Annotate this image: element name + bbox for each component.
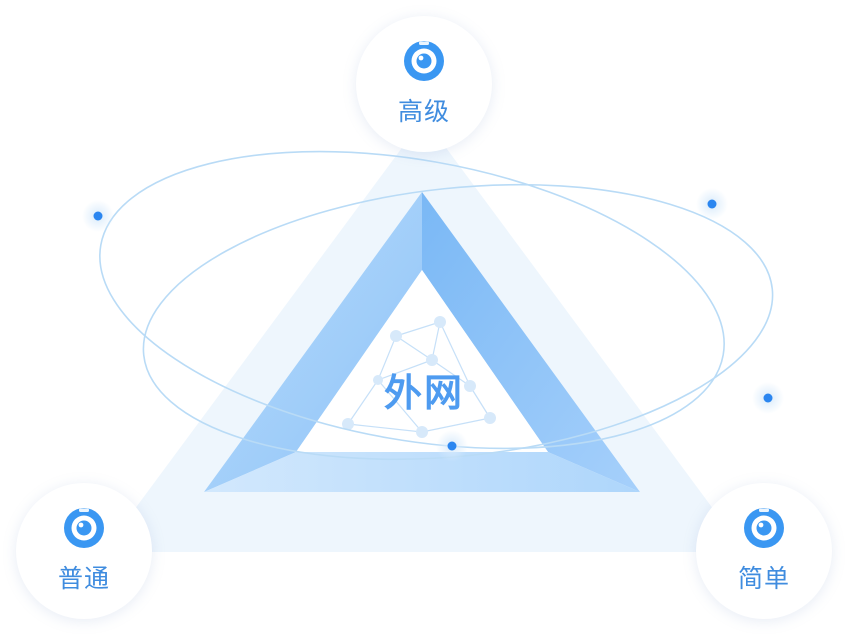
node-advanced: 高级 xyxy=(356,16,492,152)
mesh-node xyxy=(342,418,354,430)
inner-triangle-right-face xyxy=(422,192,640,492)
camera-icon xyxy=(744,508,784,548)
mesh-node xyxy=(426,354,438,366)
node-label-simple: 简单 xyxy=(737,564,790,593)
network-mesh xyxy=(347,321,491,433)
orbit-ring-2 xyxy=(142,183,774,461)
inner-triangle-hole xyxy=(296,270,548,452)
camera-icon xyxy=(64,508,104,548)
node-label-advanced: 高级 xyxy=(397,97,450,126)
mesh-node xyxy=(416,426,428,438)
node-normal: 普通 xyxy=(16,483,152,619)
mesh-node xyxy=(484,412,496,424)
mesh-node xyxy=(464,380,476,392)
inner-triangle-left-face xyxy=(204,192,422,492)
orbit-dot xyxy=(763,393,773,403)
mesh-node xyxy=(390,330,402,342)
orbit-dot xyxy=(707,199,717,209)
orbit-dots xyxy=(82,188,784,462)
network-nodes xyxy=(342,316,496,438)
inner-triangle-bottom-face xyxy=(204,452,640,492)
node-label-normal: 普通 xyxy=(57,564,110,593)
camera-icon xyxy=(404,41,444,81)
node-simple: 简单 xyxy=(696,483,832,619)
center-label: 外网 xyxy=(383,371,464,415)
mesh-node xyxy=(373,375,383,385)
mesh-node xyxy=(434,316,446,328)
inner-triangle xyxy=(204,192,640,492)
orbit-dot xyxy=(447,441,457,451)
orbit-ring-1 xyxy=(99,150,725,450)
orbit-dot xyxy=(93,211,103,221)
